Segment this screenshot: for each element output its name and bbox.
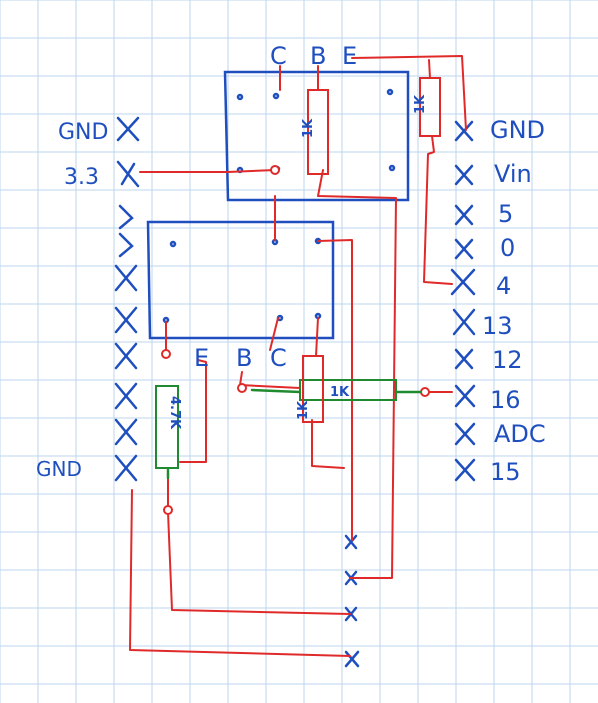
bottom-transistor-e-label: E xyxy=(194,344,209,372)
bottom-module-pads xyxy=(162,237,322,324)
bottom-transistor-b-label: B xyxy=(236,344,252,372)
bottom-transistor-c-label: C xyxy=(270,344,287,372)
right-header-pins xyxy=(450,120,476,482)
right-12-label: 12 xyxy=(492,346,523,374)
right-15-label: 15 xyxy=(490,458,521,486)
right-16-label: 16 xyxy=(490,386,521,414)
red-wires xyxy=(129,55,467,657)
resistor-bottom-vertical-label: 1K xyxy=(296,400,311,420)
resistor-top-right-label: 1K xyxy=(413,94,428,114)
resistor-1k-horizontal-label: 1K xyxy=(330,385,350,400)
resistor-4k7 xyxy=(155,385,179,469)
left-gnd-bottom-label: GND xyxy=(36,457,82,481)
resistor-bottom-vertical xyxy=(302,355,324,423)
top-module-pads xyxy=(236,88,396,174)
right-13-label: 13 xyxy=(482,312,513,340)
resistor-top-vertical-label: 1K xyxy=(301,118,316,138)
resistor-top-right xyxy=(419,77,441,137)
left-gnd-label: GND xyxy=(58,120,108,145)
right-adc-label: ADC xyxy=(494,420,546,448)
left-3v3-label: 3.3 xyxy=(64,165,99,190)
left-header-pins xyxy=(114,116,140,482)
resistor-4k7-label: 4.7K xyxy=(167,396,182,430)
right-4-label: 4 xyxy=(496,272,511,300)
top-transistor-e-label: E xyxy=(342,42,357,70)
top-transistor-c-label: C xyxy=(270,42,287,70)
right-vin-label: Vin xyxy=(494,160,532,188)
resistor-bodies xyxy=(155,77,441,469)
right-5-label: 5 xyxy=(498,200,513,228)
right-gnd-label: GND xyxy=(490,116,545,144)
top-module-outline xyxy=(223,70,410,202)
resistor-1k-horizontal xyxy=(299,379,397,401)
resistor-top-vertical xyxy=(307,89,329,175)
right-0-label: 0 xyxy=(500,234,515,262)
bottom-module-outline xyxy=(146,220,335,340)
green-wires xyxy=(166,388,422,480)
top-transistor-b-label: B xyxy=(310,42,326,70)
